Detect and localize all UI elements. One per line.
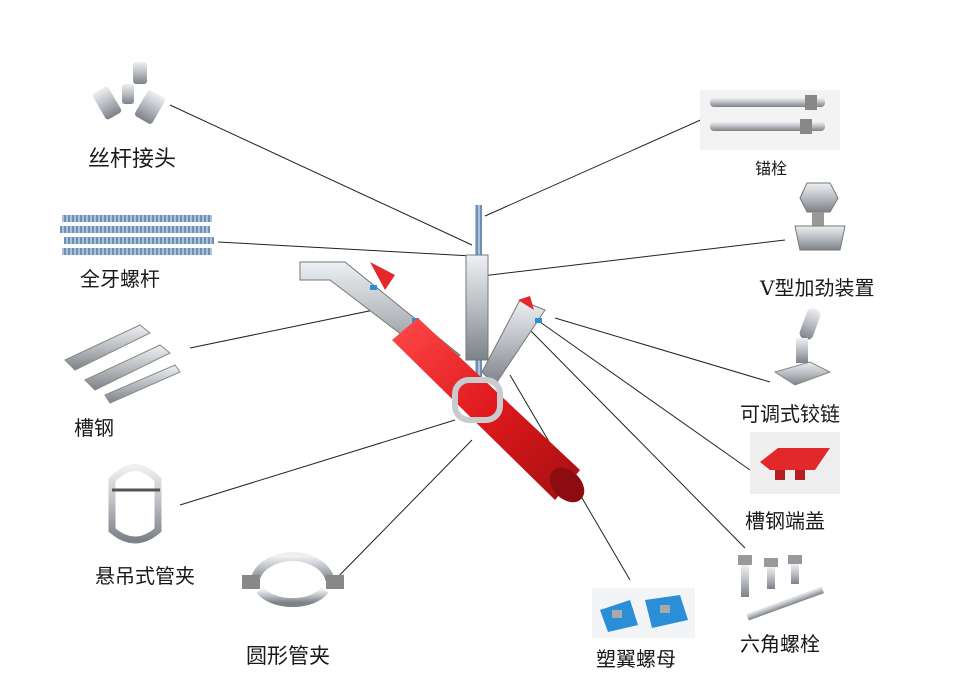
label-hex-bolt: 六角螺栓 (740, 632, 820, 656)
round-clamp-image (242, 552, 344, 607)
hex-bolt-image (738, 555, 824, 621)
label-round-clamp: 圆形管夹 (246, 644, 330, 668)
leader-rod-coupler (169, 104, 473, 246)
leader-end-cap (539, 321, 751, 471)
vertical-channel (465, 254, 489, 361)
label-channel-steel: 槽钢 (74, 416, 114, 440)
leader-channel-steel (189, 304, 399, 349)
leader-clevis-hanger (179, 419, 456, 506)
label-v-stiffener: V型加劲装置 (760, 276, 875, 300)
label-channel-end-cap: 槽钢端盖 (745, 509, 825, 533)
label-wing-nut: 塑翼螺母 (596, 647, 676, 671)
clevis-hanger-image (108, 464, 162, 544)
left-end-cap (370, 262, 395, 290)
label-rod-coupler: 丝杆接头 (88, 147, 177, 172)
rod-coupler-image (92, 62, 166, 124)
leader-round-clamp (329, 439, 473, 586)
anchor-bolt-image (700, 90, 840, 150)
label-anchor-bolt: 锚栓 (755, 159, 788, 178)
right-end-cap (518, 296, 534, 310)
right-brace (481, 299, 546, 386)
threaded-rod-image (60, 215, 214, 255)
end-cap-image (750, 432, 840, 494)
label-adjustable-hinge: 可调式铰链 (740, 402, 840, 426)
hinge-image (773, 308, 832, 386)
label-clevis-hanger: 悬吊式管夹 (95, 564, 195, 588)
leader-v-stiffener (481, 239, 786, 277)
channel-steel-image (64, 324, 181, 404)
v-stiffener-image (794, 182, 846, 251)
label-threaded-rod: 全牙螺杆 (80, 267, 160, 291)
leader-anchor-bolt (484, 117, 706, 217)
wing-nut-image (592, 588, 695, 638)
pipe-end (549, 467, 585, 503)
support-assembly (299, 205, 585, 503)
pipe-clamp (452, 377, 503, 423)
leader-hex-bolt (529, 329, 746, 549)
red-pipe (392, 318, 580, 500)
leader-threaded-rod (217, 241, 473, 257)
leader-hinge (554, 317, 771, 383)
